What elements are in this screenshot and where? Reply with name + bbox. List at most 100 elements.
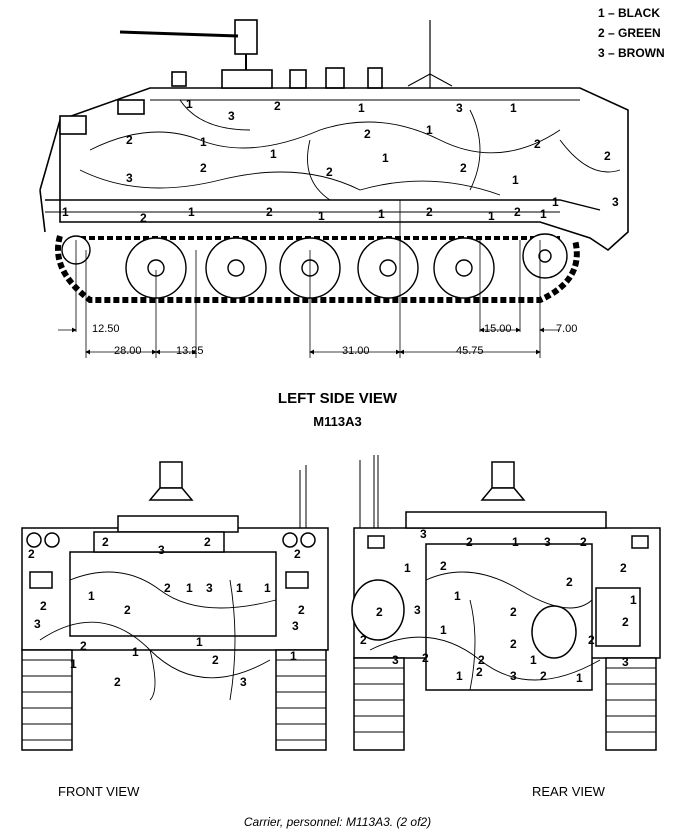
svg-text:1: 1 <box>188 205 195 219</box>
svg-text:2: 2 <box>360 633 367 647</box>
svg-text:1: 1 <box>196 635 203 649</box>
svg-text:2: 2 <box>588 633 595 647</box>
svg-text:3: 3 <box>414 603 421 617</box>
svg-text:2: 2 <box>426 205 433 219</box>
svg-text:3: 3 <box>228 109 235 123</box>
svg-text:1: 1 <box>186 581 193 595</box>
svg-text:1: 1 <box>290 649 297 663</box>
svg-text:2: 2 <box>114 675 121 689</box>
svg-text:2: 2 <box>466 535 473 549</box>
svg-text:2: 2 <box>534 137 541 151</box>
svg-text:2: 2 <box>326 165 333 179</box>
svg-text:3: 3 <box>206 581 213 595</box>
svg-text:2: 2 <box>566 575 573 589</box>
svg-text:2: 2 <box>28 547 35 561</box>
svg-text:2: 2 <box>540 669 547 683</box>
side-view-subtitle: M113A3 <box>313 414 362 429</box>
svg-text:1: 1 <box>440 623 447 637</box>
svg-text:1: 1 <box>404 561 411 575</box>
svg-text:2: 2 <box>460 161 467 175</box>
svg-text:3: 3 <box>292 619 299 633</box>
svg-text:1: 1 <box>576 671 583 685</box>
svg-text:1: 1 <box>488 209 495 223</box>
svg-text:3: 3 <box>612 195 619 209</box>
color-legend: 1 – BLACK 2 – GREEN 3 – BROWN <box>598 3 674 63</box>
svg-text:2: 2 <box>274 99 281 113</box>
svg-text:3: 3 <box>420 527 427 541</box>
side-view-dimension-lines <box>58 200 560 358</box>
dimension-label-4: 31.00 <box>342 345 370 357</box>
svg-text:2: 2 <box>476 665 483 679</box>
legend-item-green: 2 – GREEN <box>598 26 661 40</box>
dimension-label-2: 28.00 <box>114 345 142 357</box>
svg-text:1: 1 <box>62 205 69 219</box>
svg-text:2: 2 <box>478 653 485 667</box>
svg-text:3: 3 <box>510 669 517 683</box>
dimension-label-1: 12.50 <box>92 323 120 335</box>
svg-text:1: 1 <box>264 581 271 595</box>
svg-text:1: 1 <box>512 535 519 549</box>
svg-text:3: 3 <box>392 653 399 667</box>
svg-text:1: 1 <box>530 653 537 667</box>
svg-text:1: 1 <box>540 207 547 221</box>
dimension-label-3: 13.25 <box>176 345 204 357</box>
dimension-label-7: 7.00 <box>556 323 578 335</box>
svg-text:1: 1 <box>454 589 461 603</box>
side-view-running-gear <box>55 233 580 303</box>
svg-text:2: 2 <box>164 581 171 595</box>
svg-text:3: 3 <box>456 101 463 115</box>
svg-text:2: 2 <box>126 133 133 147</box>
svg-text:2: 2 <box>422 651 429 665</box>
svg-text:1: 1 <box>318 209 325 223</box>
svg-text:1: 1 <box>552 195 559 209</box>
svg-text:2: 2 <box>102 535 109 549</box>
svg-text:2: 2 <box>510 605 517 619</box>
svg-text:1: 1 <box>132 645 139 659</box>
svg-text:3: 3 <box>622 655 629 669</box>
svg-text:1: 1 <box>426 123 433 137</box>
svg-text:2: 2 <box>622 615 629 629</box>
svg-text:2: 2 <box>510 637 517 651</box>
left-side-view-vehicle <box>39 19 629 252</box>
svg-text:2: 2 <box>204 535 211 549</box>
svg-text:3: 3 <box>544 535 551 549</box>
svg-text:3: 3 <box>158 543 165 557</box>
svg-text:2: 2 <box>364 127 371 141</box>
legend-item-black: 1 – BLACK <box>598 6 661 20</box>
rear-view-vehicle <box>351 455 661 751</box>
svg-text:1: 1 <box>236 581 243 595</box>
svg-text:2: 2 <box>440 559 447 573</box>
svg-text:1: 1 <box>382 151 389 165</box>
figure-caption: Carrier, personnel: M113A3. (2 of2) <box>243 815 432 829</box>
svg-text:2: 2 <box>212 653 219 667</box>
svg-text:1: 1 <box>512 173 519 187</box>
svg-text:2: 2 <box>376 605 383 619</box>
svg-text:1: 1 <box>200 135 207 149</box>
svg-text:3: 3 <box>34 617 41 631</box>
svg-text:2: 2 <box>604 149 611 163</box>
front-view-vehicle <box>21 461 329 751</box>
svg-text:3: 3 <box>240 675 247 689</box>
svg-text:1: 1 <box>358 101 365 115</box>
svg-text:2: 2 <box>140 211 147 225</box>
rear-view-label: REAR VIEW <box>532 784 605 799</box>
svg-text:2: 2 <box>266 205 273 219</box>
side-view-title: LEFT SIDE VIEW <box>277 390 398 407</box>
svg-text:1: 1 <box>510 101 517 115</box>
svg-text:1: 1 <box>378 207 385 221</box>
svg-text:2: 2 <box>514 205 521 219</box>
legend-item-brown: 3 – BROWN <box>598 46 665 60</box>
svg-text:2: 2 <box>124 603 131 617</box>
svg-text:2: 2 <box>200 161 207 175</box>
svg-text:2: 2 <box>298 603 305 617</box>
svg-text:3: 3 <box>126 171 133 185</box>
svg-text:1: 1 <box>70 657 77 671</box>
svg-text:1: 1 <box>270 147 277 161</box>
dimension-label-5: 45.75 <box>456 345 484 357</box>
svg-text:1: 1 <box>456 669 463 683</box>
svg-text:2: 2 <box>80 639 87 653</box>
